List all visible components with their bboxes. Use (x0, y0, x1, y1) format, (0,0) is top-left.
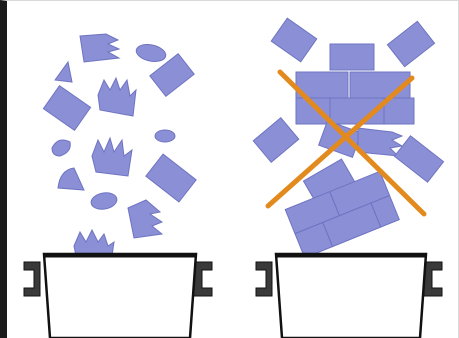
left-bucket-icon (24, 254, 212, 338)
jagged-piece (358, 128, 402, 156)
brick (271, 18, 317, 62)
rect-piece (43, 86, 90, 131)
blob-piece (52, 140, 70, 156)
half-disc-piece (58, 168, 84, 190)
triangle-piece (55, 62, 72, 82)
bucket-handle-left (256, 262, 272, 296)
jagged-piece (128, 200, 162, 238)
bucket-handle-right (424, 262, 442, 296)
crown-piece (98, 78, 136, 116)
bucket-handle-right (194, 262, 212, 296)
jagged-piece (80, 34, 119, 62)
crown-piece (92, 138, 132, 176)
bucket-handle-left (24, 262, 40, 296)
left-panel-loose-pieces (43, 34, 196, 256)
bucket-body (276, 254, 426, 338)
brick (330, 44, 374, 70)
rect-piece (146, 154, 196, 202)
brick (253, 118, 299, 163)
oval-piece (90, 191, 118, 211)
brick (387, 21, 434, 66)
oval-piece (135, 42, 168, 64)
oval-piece (155, 130, 175, 142)
brick (394, 136, 443, 182)
crown-piece (74, 230, 114, 256)
right-bucket-icon (256, 254, 442, 338)
bucket-body (44, 254, 196, 338)
